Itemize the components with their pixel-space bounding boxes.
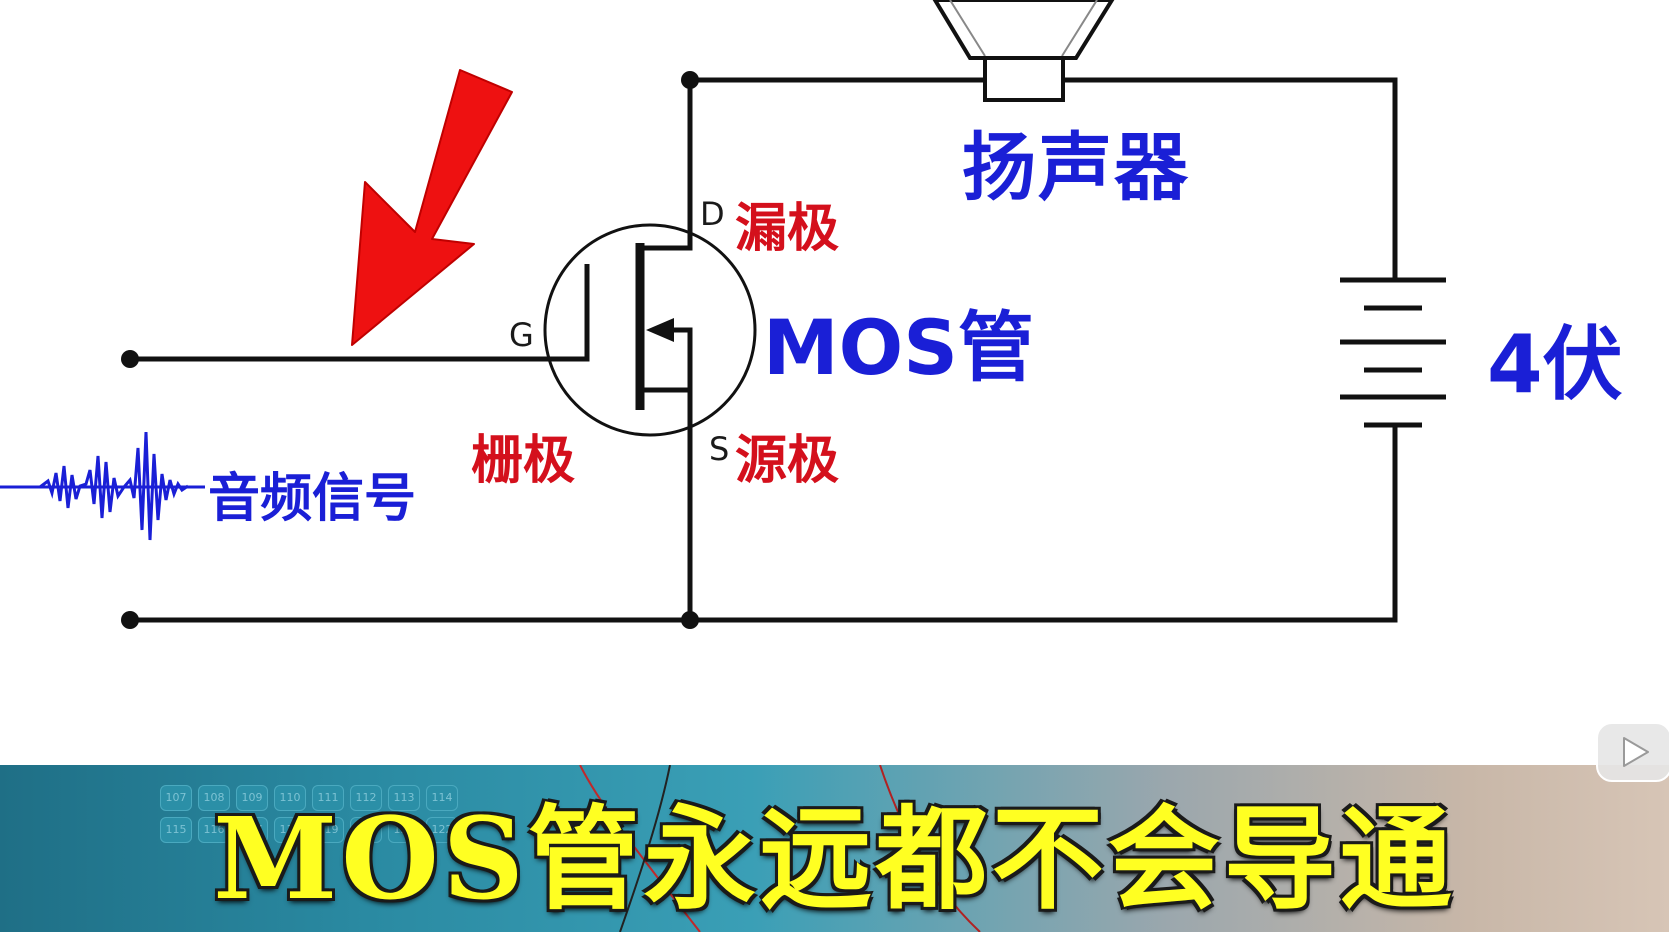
circuit-wires bbox=[127, 77, 1398, 623]
key: 108 bbox=[198, 785, 230, 811]
key: 110 bbox=[274, 785, 306, 811]
key: 121 bbox=[388, 817, 420, 843]
circuit-diagram bbox=[0, 0, 1446, 629]
audio-waveform-icon bbox=[0, 431, 205, 541]
mosfet-circle bbox=[543, 223, 757, 437]
cable-wires bbox=[579, 765, 981, 932]
mosfet-gate-plate bbox=[520, 264, 590, 362]
audio-signal-label: 音频信号 bbox=[208, 469, 417, 529]
key: 113 bbox=[388, 785, 420, 811]
junction-dot bbox=[681, 71, 699, 89]
gate-terminal-letter: G bbox=[509, 316, 534, 354]
key: 118 bbox=[274, 817, 306, 843]
source-terminal-letter: S bbox=[709, 430, 730, 468]
key: 117 bbox=[236, 817, 268, 843]
junction-dot bbox=[681, 611, 699, 629]
battery-icon bbox=[1340, 277, 1446, 428]
video-background-band: 107 108 109 110 111 112 113 114 115 116 … bbox=[0, 765, 1669, 932]
drain-label: 漏极 bbox=[735, 199, 840, 259]
key: 119 bbox=[312, 817, 344, 843]
mosfet-arrow bbox=[646, 318, 674, 342]
source-label: 源极 bbox=[735, 431, 840, 491]
key: 107 bbox=[160, 785, 192, 811]
mosfet-drain-lead bbox=[640, 210, 693, 251]
junction-dots bbox=[121, 71, 699, 629]
voltage-label: 4伏 bbox=[1487, 318, 1623, 411]
junction-dot bbox=[121, 350, 139, 368]
key: 122 bbox=[426, 817, 458, 843]
key: 112 bbox=[350, 785, 382, 811]
speaker-label: 扬声器 bbox=[962, 125, 1190, 211]
key: 115 bbox=[160, 817, 192, 843]
subtitle-caption: MOS管永远都不会导通 bbox=[213, 794, 1456, 925]
mosfet-symbol bbox=[520, 210, 757, 450]
play-icon bbox=[1623, 737, 1649, 767]
red-arrow-icon bbox=[351, 69, 513, 346]
mos-label: MOS管 bbox=[763, 303, 1034, 392]
key: 109 bbox=[236, 785, 268, 811]
play-button[interactable] bbox=[1596, 722, 1669, 782]
gate-label: 栅极 bbox=[471, 431, 576, 491]
drain-terminal-letter: D bbox=[700, 195, 725, 233]
key: 114 bbox=[426, 785, 458, 811]
mosfet-source-lead bbox=[640, 387, 693, 450]
keypad-background: 107 108 109 110 111 112 113 114 115 116 … bbox=[150, 775, 530, 915]
key: 116 bbox=[198, 817, 230, 843]
key: 111 bbox=[312, 785, 344, 811]
junction-dot bbox=[121, 611, 139, 629]
speaker-icon bbox=[932, 0, 1115, 102]
key: 120 bbox=[350, 817, 382, 843]
